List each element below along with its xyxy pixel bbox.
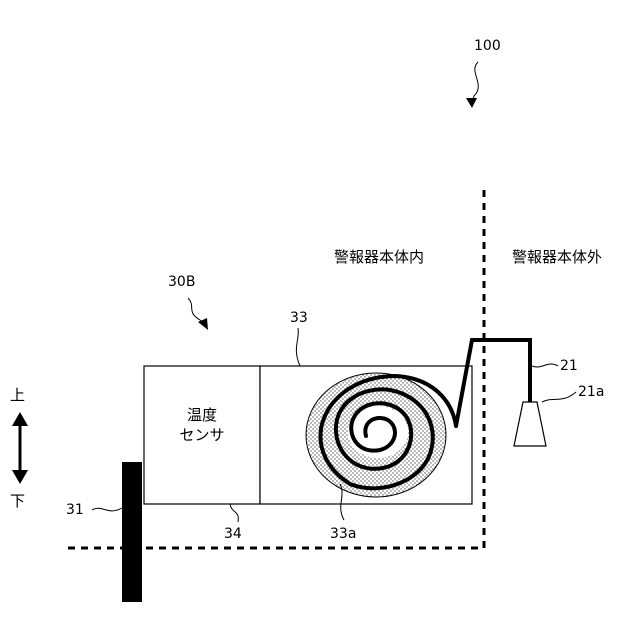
leader-21 — [532, 364, 558, 367]
leader-21a — [542, 392, 576, 402]
up-label: 上 — [10, 386, 25, 404]
ref-label-100: 100 — [474, 38, 501, 54]
wall-31 — [122, 462, 142, 602]
up-arrow-icon — [12, 412, 28, 426]
ref-label-34: 34 — [224, 526, 242, 542]
ref-label-30B: 30B — [168, 274, 195, 290]
down-label: 下 — [10, 492, 25, 510]
outside-label: 警報器本体外 — [512, 248, 602, 266]
leader-33 — [296, 328, 300, 366]
ref-label-21a: 21a — [578, 384, 604, 400]
down-arrow-icon — [12, 470, 28, 484]
ref-label-33: 33 — [290, 310, 308, 326]
arrowhead-100 — [466, 98, 477, 108]
ref-label-33a: 33a — [330, 526, 356, 542]
pointer-30B — [188, 298, 204, 324]
ref-label-21: 21 — [560, 358, 578, 374]
leader-31 — [92, 508, 122, 511]
sensor-label-line2: センサ — [179, 426, 224, 444]
pointer-100 — [472, 62, 478, 103]
leader-34 — [230, 504, 238, 522]
ref-label-31: 31 — [66, 502, 84, 518]
inside-label: 警報器本体内 — [334, 248, 424, 266]
sensor-label-line1: 温度 — [187, 406, 217, 424]
antenna-tip-21a — [514, 402, 546, 446]
